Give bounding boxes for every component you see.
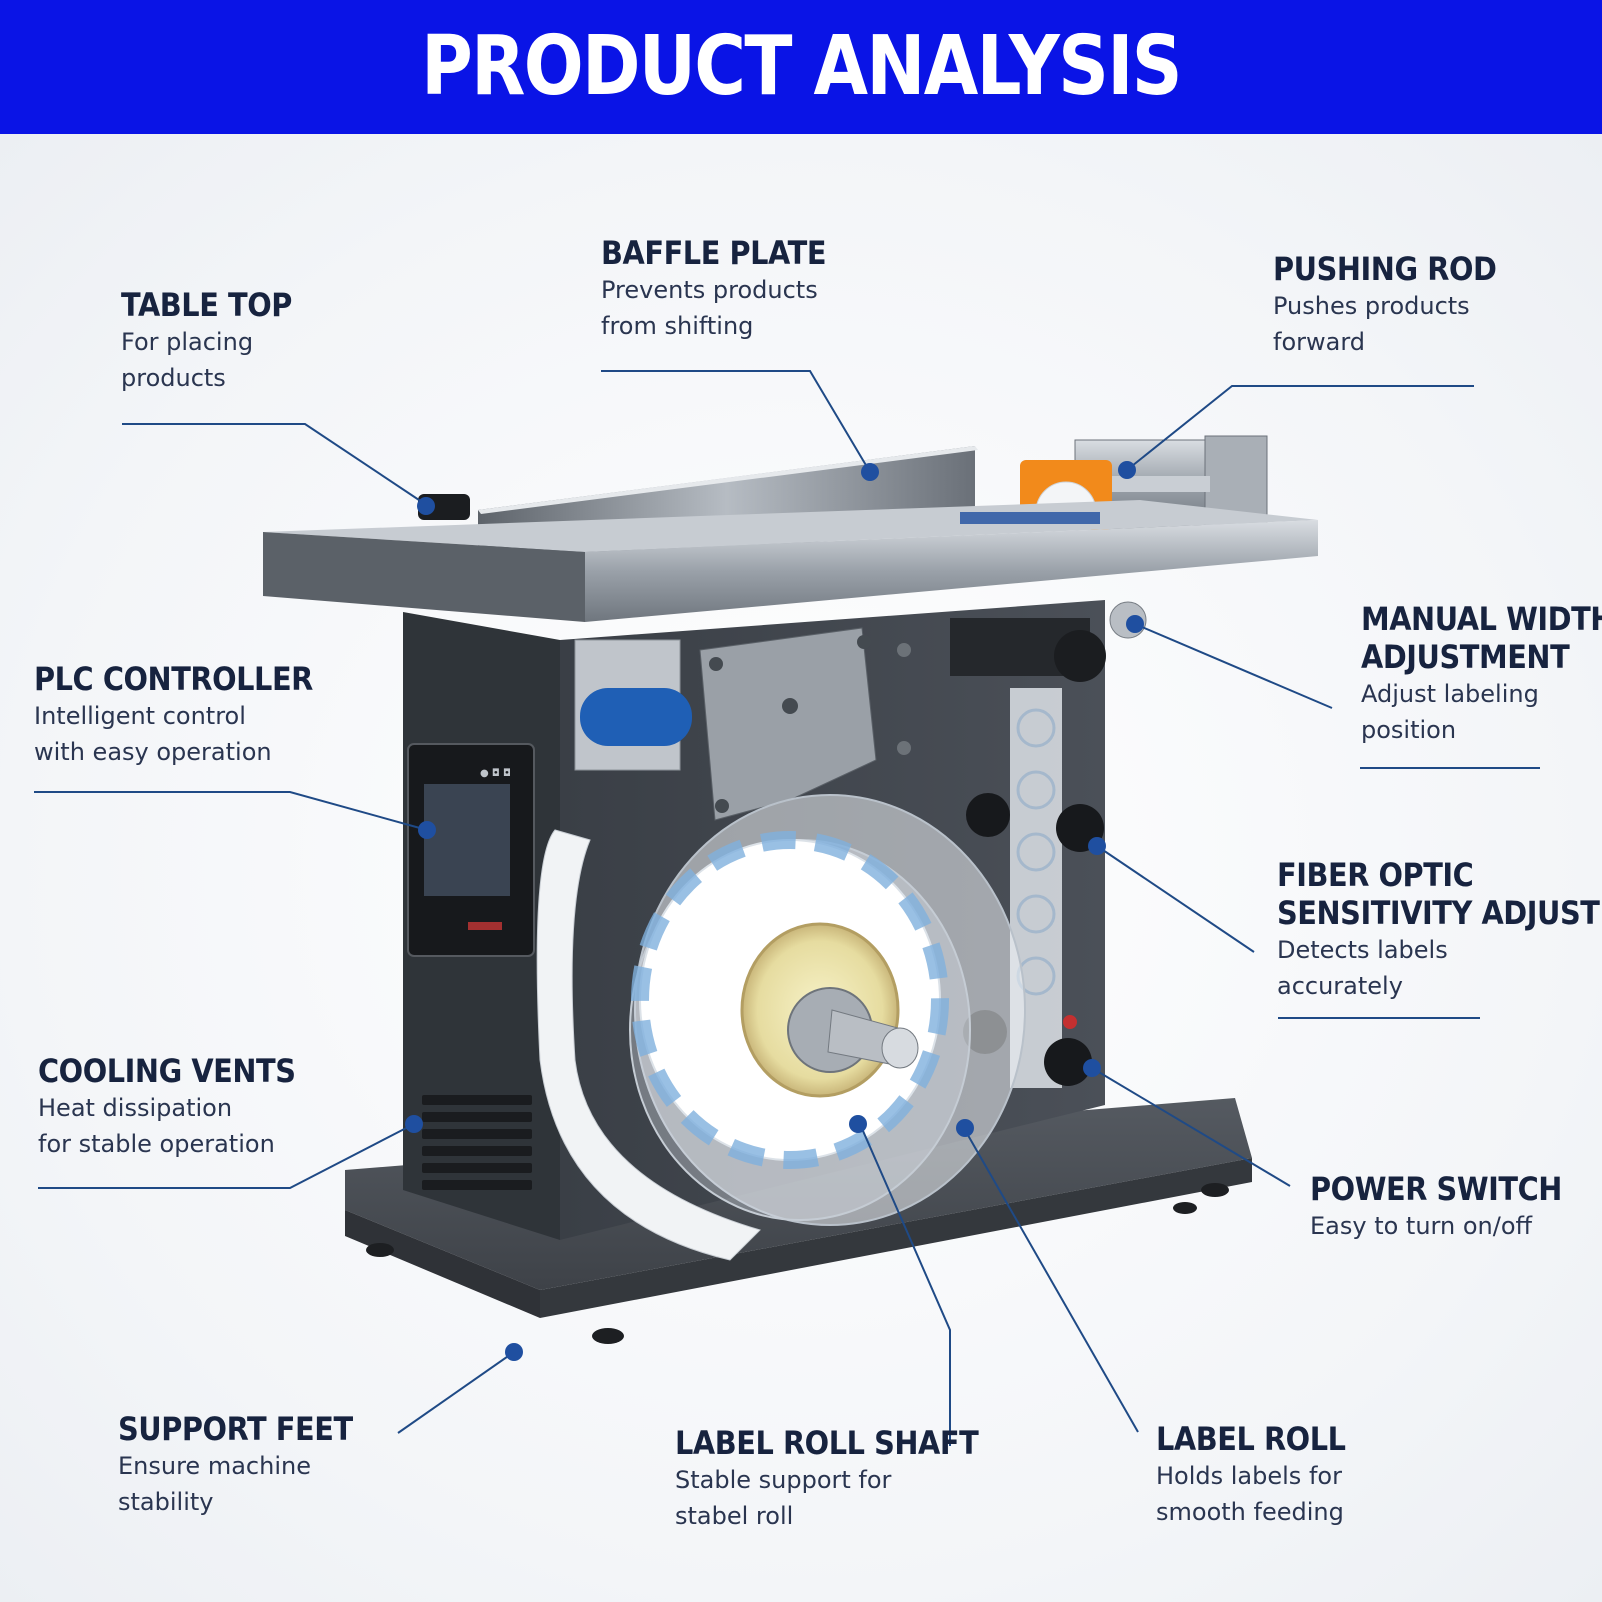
callout-leader-lines [34,370,1540,1446]
dot-label-roll-shaft [849,1115,867,1133]
callout-dots [405,461,1144,1361]
page-title: PRODUCT ANALYSIS [421,19,1182,114]
callout-pushing-rod: PUSHING ROD Pushes products forward [1273,250,1521,360]
callout-desc: forward [1273,328,1366,356]
dot-manual-width [1126,615,1144,633]
callout-title: LABEL ROLL [1156,1420,1346,1458]
labeling-head [574,601,1147,821]
cooling-vents [422,1095,532,1190]
controller-label: ● ◘ ◘ [480,768,511,779]
support-feet [366,1183,1229,1344]
callout-title: SUPPORT FEET [118,1410,353,1448]
callout-desc: position [1361,716,1457,744]
callout-label-roll-shaft: LABEL ROLL SHAFT Stable support for stab… [675,1424,1012,1534]
callout-desc: Prevents products [601,276,818,304]
callout-title: ADJUSTMENT [1361,638,1570,676]
dot-fiber-optic [1088,837,1106,855]
callout-title: POWER SWITCH [1310,1170,1562,1208]
callout-title: PLC CONTROLLER [34,660,313,698]
callout-desc: products [121,364,226,392]
dot-plc-controller [418,821,436,839]
callout-title: COOLING VENTS [38,1052,296,1090]
callout-support-feet: SUPPORT FEET Ensure machine stability [118,1410,379,1520]
callout-desc: with easy operation [34,738,272,766]
labeling-machine-illustration: ● ◘ ◘ [34,370,1540,1446]
dot-label-roll [956,1119,974,1137]
label-roll-shaft [827,1009,919,1069]
header-banner: PRODUCT ANALYSIS [0,0,1602,134]
callout-baffle-plate: BAFFLE PLATE Prevents products from shif… [601,234,851,344]
callout-desc: smooth feeding [1156,1498,1344,1526]
table-top [263,494,1318,622]
callout-desc: For placing [121,328,254,356]
callout-desc: Pushes products [1273,292,1470,320]
callout-desc: Adjust labeling [1361,680,1539,708]
callout-title: PUSHING ROD [1273,250,1497,288]
callout-desc: Ensure machine [118,1452,311,1480]
callout-label-roll: LABEL ROLL Holds labels for smooth feedi… [1156,1420,1367,1530]
callout-title: MANUAL WIDTH [1361,600,1602,638]
callout-plc-controller: PLC CONTROLLER Intelligent control with … [34,660,344,770]
label-roll [536,794,1026,1261]
callout-desc: Easy to turn on/off [1310,1212,1533,1240]
callout-fiber-optic-adjuster: FIBER OPTIC SENSITIVITY ADJUSTER Detects… [1277,856,1602,1004]
callout-desc: Intelligent control [34,702,246,730]
dot-table-top [417,497,435,515]
dot-support-feet [505,1343,523,1361]
callout-title: BAFFLE PLATE [601,234,827,272]
callout-desc: accurately [1277,972,1403,1000]
callout-table-top: TABLE TOP For placing products [121,286,311,396]
callout-desc: from shifting [601,312,754,340]
plc-controller: ● ◘ ◘ [407,743,535,957]
callout-desc: for stable operation [38,1130,275,1158]
dot-pushing-rod [1118,461,1136,479]
dot-baffle-plate [861,463,879,481]
callout-desc: Stable support for [675,1466,892,1494]
callout-title: LABEL ROLL SHAFT [675,1424,979,1462]
callout-desc: Heat dissipation [38,1094,233,1122]
callout-manual-width-adjustment: MANUAL WIDTH ADJUSTMENT Adjust labeling … [1361,600,1602,748]
callout-title: FIBER OPTIC [1277,856,1474,894]
diagram-stage: ● ◘ ◘ [0,134,1602,1602]
callout-desc: Holds labels for [1156,1462,1342,1490]
dot-cooling-vents [405,1115,423,1133]
callout-title: TABLE TOP [121,286,292,324]
callout-desc: Detects labels [1277,936,1448,964]
callout-power-switch: POWER SWITCH Easy to turn on/off [1310,1170,1590,1244]
dot-power-switch [1083,1059,1101,1077]
callout-cooling-vents: COOLING VENTS Heat dissipation for stabl… [38,1052,324,1162]
callout-desc: stabel roll [675,1502,794,1530]
callout-desc: stability [118,1488,214,1516]
callout-title: SENSITIVITY ADJUSTER [1277,894,1602,932]
